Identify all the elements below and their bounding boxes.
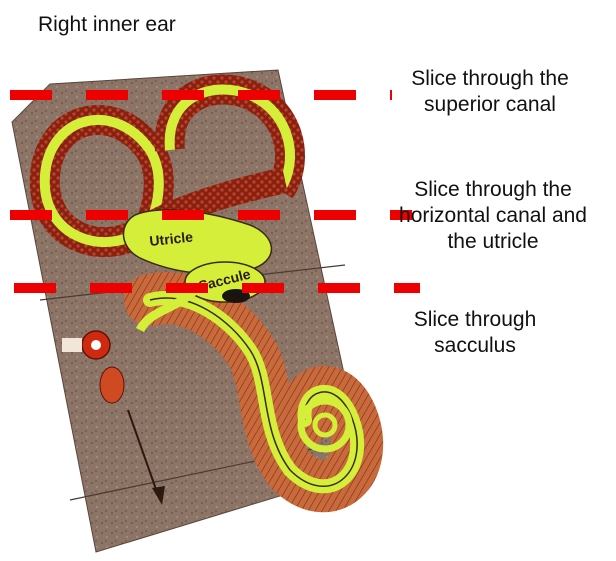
slice-label-superior: Slice through the superior canal xyxy=(380,66,600,118)
slice-label-sacculus: Slice through sacculus xyxy=(384,307,566,359)
slice-label-horizontal: Slice through the horizontal canal and t… xyxy=(370,177,616,255)
